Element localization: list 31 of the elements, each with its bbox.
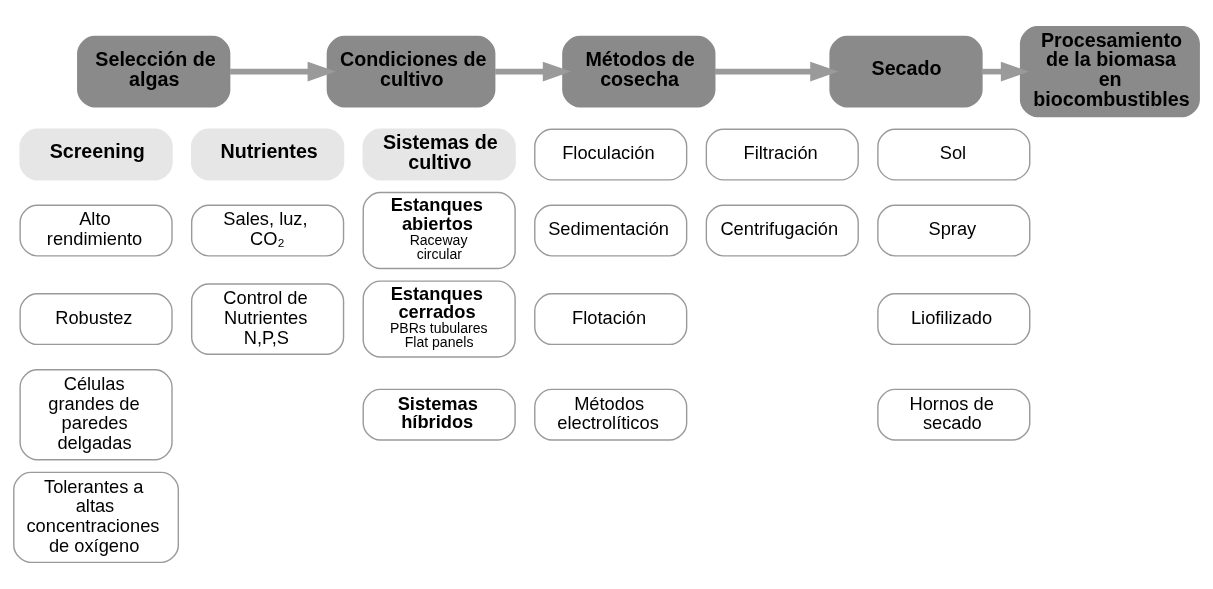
node-box: Secado <box>829 35 983 108</box>
node-box: Sol <box>877 128 1031 181</box>
node-box: Control de Nutrientes N,P,S <box>190 283 345 355</box>
node-box: Hornos de secado <box>877 388 1031 441</box>
arrow <box>495 61 571 82</box>
node-box: Estanques abiertos Raceway circular <box>362 191 516 270</box>
node-box: Sedimentación <box>534 204 688 257</box>
node-box: Filtración <box>705 128 859 181</box>
node-box: Procesamiento de la biomasa en biocombustibles <box>1019 25 1200 118</box>
arrow <box>230 61 336 82</box>
node-box: Sales, luz, CO₂ <box>190 204 345 257</box>
node-box: Selección de algas <box>77 35 231 108</box>
node-box: Spray <box>877 204 1031 257</box>
node-box: Robustez <box>19 293 173 346</box>
node-box: Nutrientes <box>190 128 345 181</box>
node-box: Sistemas de cultivo <box>362 128 516 181</box>
node-box: Métodos de cosecha <box>562 35 716 108</box>
node-box: Células grandes de paredes delgadas <box>19 369 173 461</box>
node-box: Condiciones de cultivo <box>326 35 496 108</box>
node-box: Sistemas híbridos <box>362 388 516 441</box>
node-box: Flotación <box>534 293 688 346</box>
arrow <box>982 61 1030 82</box>
node-box: Liofilizado <box>877 293 1031 346</box>
arrow <box>715 61 839 82</box>
node-box: Métodos electrolíticos <box>534 388 688 441</box>
node-box: Screening <box>19 128 173 181</box>
node-box: Tolerantes a altas concentraciones de oxígeno <box>13 471 180 564</box>
node-box: Alto rendimiento <box>19 204 173 257</box>
node-box: Centrifugación <box>705 204 859 257</box>
node-box: Floculación <box>534 128 688 181</box>
node-box: Estanques cerrados PBRs tubulares Flat panels <box>362 280 516 358</box>
